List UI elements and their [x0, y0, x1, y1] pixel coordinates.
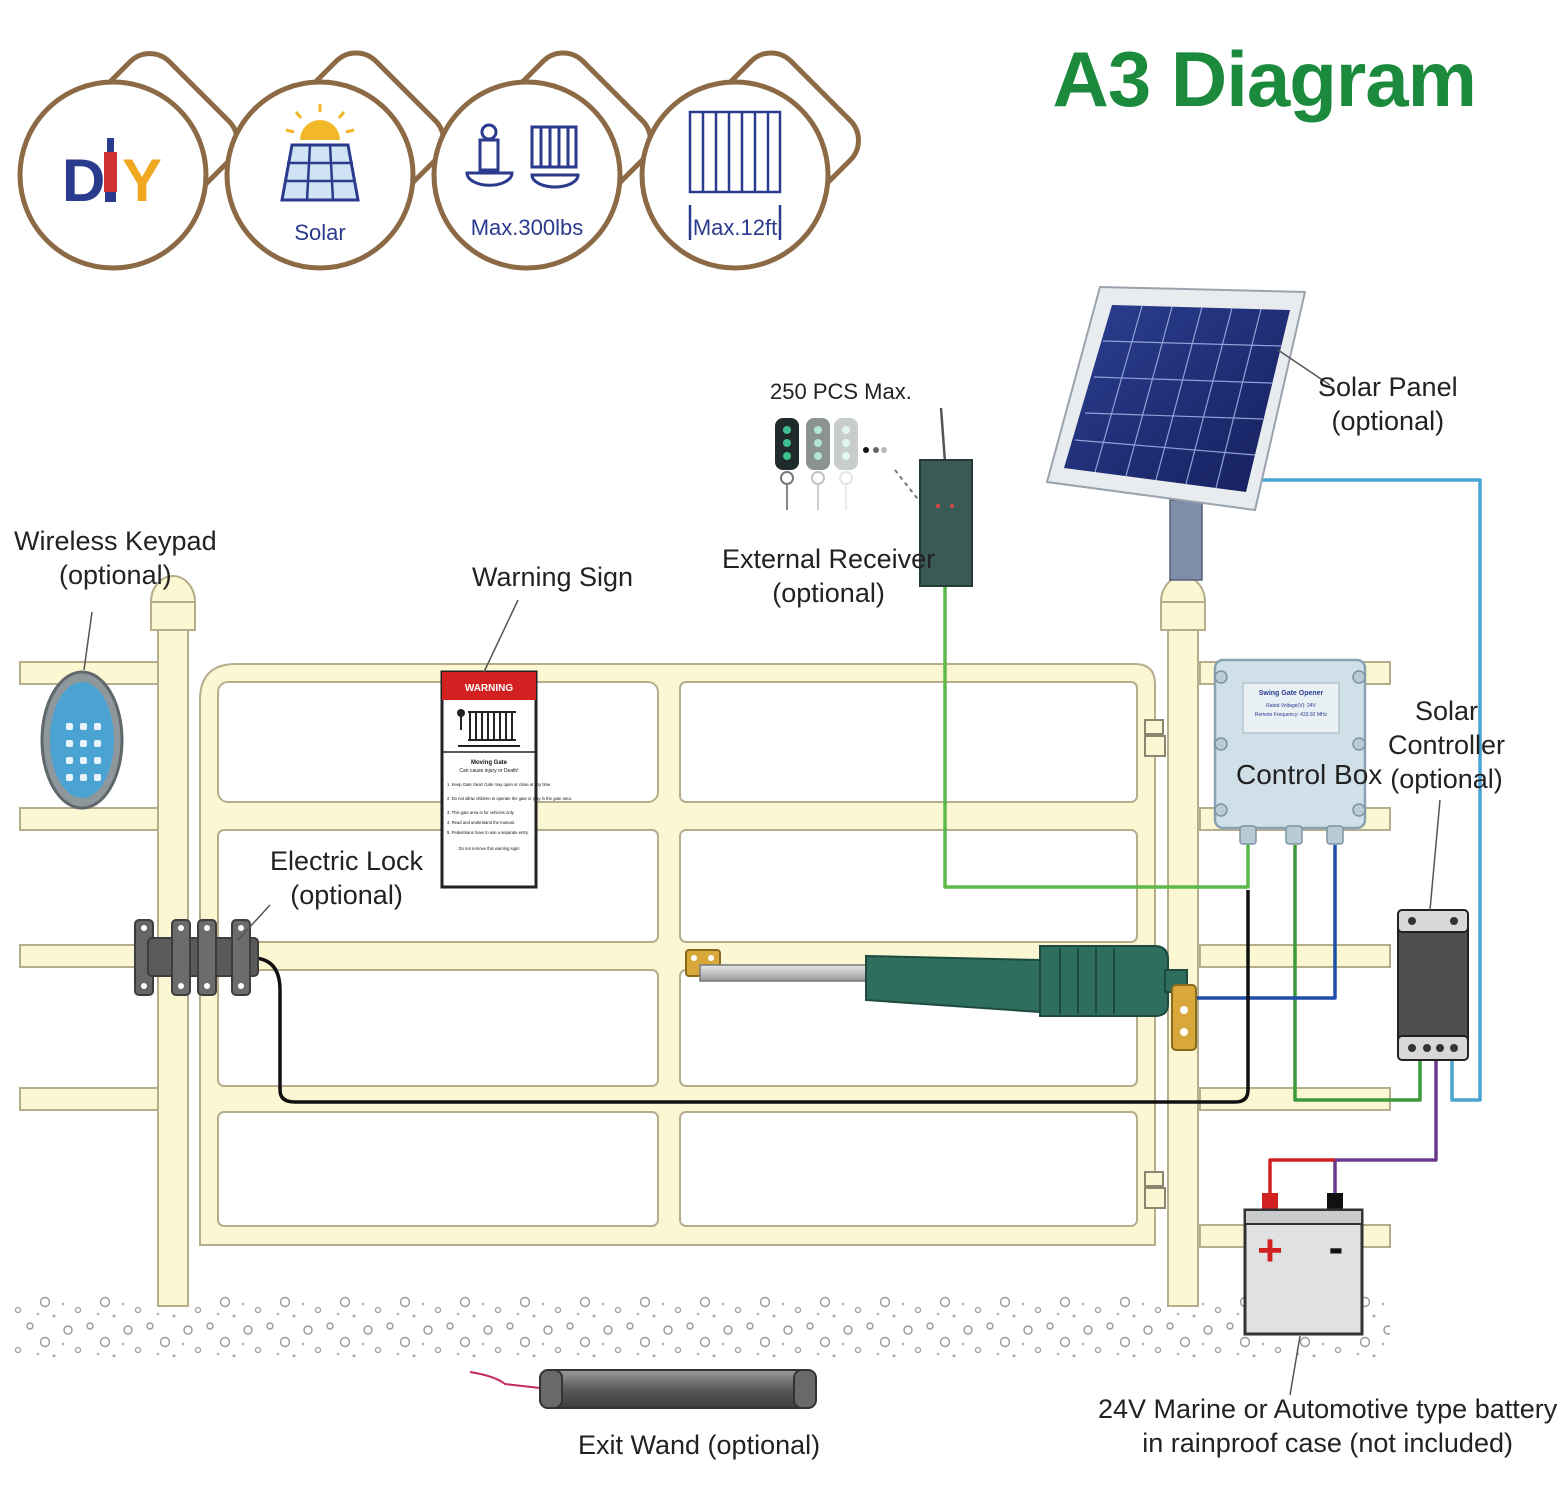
remote-controls — [775, 418, 921, 510]
wire-battery-red — [1268, 1158, 1335, 1195]
svg-text:Rated Voltage(V): 24V: Rated Voltage(V): 24V — [1266, 703, 1316, 709]
svg-text:Y: Y — [122, 147, 162, 214]
svg-text:2. Do not allow children to op: 2. Do not allow children to operate the … — [447, 796, 572, 801]
svg-text:5. Pedestrians have to use a s: 5. Pedestrians have to use a separate en… — [447, 830, 529, 835]
battery: + - — [1243, 1193, 1364, 1336]
solar-icon — [280, 104, 360, 202]
svg-text:D: D — [62, 147, 105, 214]
wire-battery-purple — [1333, 1058, 1438, 1195]
ground-gravel — [15, 1295, 1390, 1357]
exit-wand-label: Exit Wand (optional) — [578, 1430, 821, 1460]
wireless-keypad — [40, 670, 124, 810]
solar-panel-label: Solar Panel (optional) — [1318, 372, 1458, 436]
solar-controller — [1397, 909, 1469, 1061]
solar-controller-label: Solar Controller (optional) — [1388, 696, 1506, 794]
wire-solar-light-blue — [1262, 478, 1482, 1102]
svg-text:Remote Frequency: 433.92 MHz: Remote Frequency: 433.92 MHz — [1255, 712, 1328, 718]
svg-text:Do not remove this warning sig: Do not remove this warning sign! — [459, 846, 520, 851]
diy-icon: D Y — [62, 138, 162, 214]
wire-controller-green — [1293, 845, 1422, 1102]
badge-diy: D Y — [17, 51, 240, 271]
warning-sign: WARNING Moving Gate Can cause injury or … — [440, 670, 572, 889]
svg-text:+: + — [1257, 1226, 1283, 1275]
svg-text:Moving Gate: Moving Gate — [471, 760, 508, 766]
fence-post-right — [1159, 575, 1207, 1307]
warning-sign-label: Warning Sign — [472, 562, 634, 592]
control-box: Swing Gate Opener Rated Voltage(V): 24V … — [1213, 658, 1367, 845]
svg-text:Max.12ft: Max.12ft — [693, 215, 777, 240]
svg-text:-: - — [1329, 1223, 1344, 1272]
remotes-label: 250 PCS Max. — [770, 379, 912, 404]
scale-icon — [465, 123, 580, 189]
control-box-label: Control Box — [1236, 759, 1383, 790]
exit-wand — [469, 1369, 817, 1409]
svg-text:Max.300lbs: Max.300lbs — [471, 215, 584, 240]
gate-length-icon — [688, 110, 782, 240]
wire-actuator-blue — [1175, 845, 1337, 1000]
svg-text:3. This gate area is for vehic: 3. This gate area is for vehicles only. — [447, 810, 515, 815]
badge-length: Max.12ft — [639, 50, 861, 271]
diagram-title: A3 Diagram — [1052, 35, 1477, 123]
swing-gate — [199, 663, 1166, 1246]
solar-panel — [1045, 285, 1307, 581]
wireless-keypad-label: Wireless Keypad (optional) — [14, 526, 217, 590]
electric-lock — [134, 919, 259, 996]
gate-actuator — [685, 945, 1197, 1051]
svg-text:Swing Gate Opener: Swing Gate Opener — [1259, 690, 1324, 697]
external-receiver — [919, 407, 973, 587]
badge-weight: Max.300lbs — [431, 50, 653, 271]
warning-gate-pictogram — [457, 709, 520, 747]
svg-text:WARNING: WARNING — [465, 683, 514, 694]
badge-solar: Solar — [224, 50, 446, 271]
svg-text:Can cause injury or Death!: Can cause injury or Death! — [459, 768, 518, 774]
external-receiver-label: External Receiver (optional) — [722, 544, 936, 608]
electric-lock-label: Electric Lock (optional) — [270, 846, 424, 910]
svg-text:Solar: Solar — [294, 220, 345, 245]
wire-lock-black — [254, 890, 1250, 1104]
wire-receiver-green — [943, 584, 1250, 889]
svg-text:4. Read and understand the man: 4. Read and understand the manual. — [447, 820, 515, 825]
wiring-diagram: D Y Solar — [15, 50, 1482, 1409]
battery-label: 24V Marine or Automotive type battery in… — [1098, 1394, 1557, 1458]
svg-text:1. Keep Gate clear! Gate may o: 1. Keep Gate clear! Gate may open or clo… — [447, 782, 552, 787]
